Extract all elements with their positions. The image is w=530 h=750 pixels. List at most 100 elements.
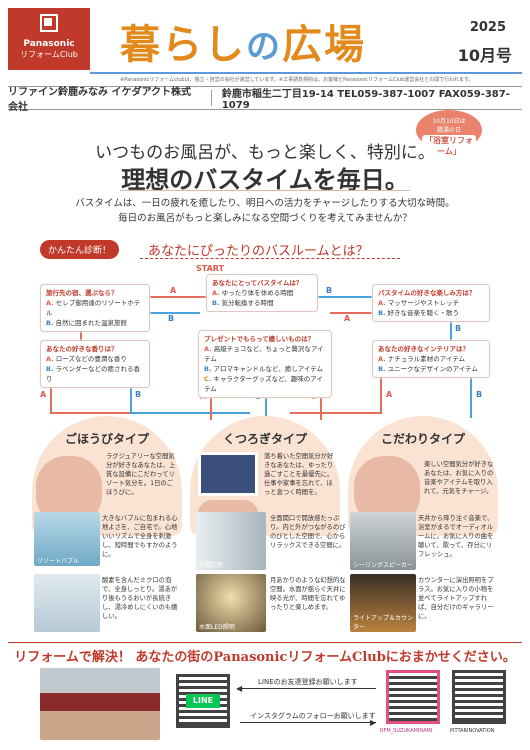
flow-label-b: B — [168, 314, 175, 323]
question-text: 旅行先の宿、選ぶなら？ — [46, 289, 118, 297]
answer-b: ラベンダーなどの癒される香り — [46, 365, 141, 383]
issue-month: 10月号 — [457, 46, 512, 65]
sample-desc: 天井から降り注ぐ音楽で、浴室がまるでオーディオルームに。お気に入りの曲を聴いて、… — [418, 515, 494, 558]
type-name: ごほうびタイプ — [64, 432, 149, 446]
badge-line2: 銭湯の日 — [436, 127, 461, 134]
photo-caption: 水面LED照明 — [199, 624, 235, 631]
line-icon: LINE — [186, 694, 220, 708]
photo-caption: リゾートバブル — [37, 558, 80, 565]
question-center-top: あなたにとってバスタイムは？ A. ゆったり体を休める時間 B. 気分転換する時… — [206, 274, 318, 312]
flow-line — [318, 296, 378, 298]
header-rule — [90, 72, 522, 74]
arrow-line — [240, 688, 376, 689]
badge-highlight: 「浴室リフォーム」 — [422, 135, 476, 157]
instagram-qr-code-1[interactable] — [386, 670, 440, 724]
question-text: バスタイムの好きな楽しみ方は？ — [378, 289, 476, 297]
logo-line2: リフォームClub — [20, 50, 78, 59]
flow-label-b: B — [455, 324, 462, 333]
type-desc: ラグジュアリーな空間気分が好きなあなたは、上質な設備にこだわってリゾート気分を。… — [106, 453, 176, 496]
photo-led-lighting: 水面LED照明 — [196, 574, 266, 632]
flow-label-a: A — [386, 390, 393, 399]
question-text: あなたの好きなインテリアは？ — [378, 345, 469, 353]
question-text: プレゼントでもらって嬉しいものは？ — [204, 335, 315, 343]
flow-line — [330, 312, 378, 314]
photo-ceiling-speaker: シーリングスピーカー — [350, 512, 416, 570]
flow-line — [450, 318, 452, 340]
photo-caption: ライトアップ＆カウンター — [353, 615, 414, 631]
company-address: 鈴鹿市稲生二丁目19-14 TEL059-387-1007 FAX059-387… — [221, 89, 510, 111]
badge-line3: を考える — [437, 160, 461, 167]
question-text: あなたにとってバスタイムは？ — [212, 279, 303, 287]
footer-rule — [8, 642, 522, 643]
flow-line — [265, 380, 267, 420]
arrow-line — [240, 722, 376, 723]
company-separator — [210, 90, 212, 106]
quiz-tag: かんたん診断！ — [40, 240, 120, 259]
sample-desc: カウンターに演出照明をプラス。お気に入りの小物を並べてライトアップすれば、自分だ… — [418, 577, 494, 620]
flow-line — [150, 296, 210, 298]
issue-year: 2025 — [469, 20, 506, 35]
question-text: あなたの好きな香りは？ — [46, 345, 118, 353]
insta-account-1: RFM_SUZUKAMINAMI — [380, 728, 433, 734]
question-center-mid: プレゼントでもらって嬉しいものは？ A. 高級チョコなど、ちょっと贅沢なアイテム… — [198, 330, 332, 398]
answer-a: セレブ御用達のリゾートホテル — [46, 299, 141, 317]
insta-account-2: PITTARINOVATION — [450, 728, 495, 734]
headline-rule — [120, 190, 410, 191]
sample-desc: 酸素を含んだミクロの泡で、全身しっとり。湯あがり後もうるおいが長続きし、湯冷めし… — [102, 577, 178, 620]
title-no: の — [246, 27, 282, 67]
answer-a: マッサージやストレッチ — [387, 299, 460, 307]
question-left-mid: あなたの好きな香りは？ A. ローズなどの豊潤な香り B. ラベンダーなどの癒さ… — [40, 340, 150, 388]
headline-line2: 理想のバスタイムを毎日。 — [121, 165, 409, 194]
badge-line1: 10月10日は — [432, 118, 466, 125]
intro-line2: 毎日のお風呂がもっと楽しみになる空間づくりを考えてみませんか？ — [118, 213, 412, 224]
photo-caption: シーリングスピーカー — [353, 562, 414, 569]
answer-b: ユニークなデザインのアイテム — [387, 365, 478, 373]
answer-b: 気分転換する時間 — [221, 299, 274, 307]
sample-desc: 全面開口で開放感たっぷり。内と外がつながるのびのびとした空間で、心からリラックス… — [270, 515, 346, 549]
flow-label-b: B — [135, 390, 142, 399]
quiz-title-underline — [140, 258, 400, 259]
insta-label: インスタグラムのフォローお願いします — [250, 712, 376, 720]
line-label: LINEのお友達登録お願いします — [258, 678, 358, 686]
header-note: ※Panasonicリフォームclubは、独立・自営の会社が運営しています。※工… — [120, 77, 474, 83]
flow-line — [50, 378, 52, 412]
type-card-kodawari: こだわりタイプ 楽しい空間気分が好きなあなたは、お気に入りの音楽やアイテムを取り… — [348, 416, 498, 536]
logo-line1: Panasonic — [23, 39, 75, 49]
arrow-right-icon: ▶ — [370, 718, 377, 727]
illustration-window-night — [198, 452, 258, 496]
flow-line — [210, 380, 212, 420]
question-left-top: 旅行先の宿、選ぶなら？ A. セレブ御用達のリゾートホテル B. 自然に囲まれた… — [40, 284, 150, 332]
answer-a: ゆったり体を休める時間 — [221, 289, 294, 297]
bath-day-badge: 10月10日は 銭湯の日 「浴室リフォーム」 を考える — [416, 110, 482, 167]
headline-line1: いつものお風呂が、もっと楽しく、特別に。 — [95, 143, 435, 163]
type-name: こだわりタイプ — [380, 432, 465, 446]
newsletter-title: 暮らしの広場 — [120, 12, 366, 70]
flow-label-a: A — [170, 286, 177, 295]
sample-desc: 大きなバブルに包まれる心地よさを、ご自宅で。心地いいリズムで全身を刺激し、短時間… — [102, 515, 178, 558]
title-part2: 広場 — [282, 21, 366, 68]
question-right-top: バスタイムの好きな楽しみ方は？ A. マッサージやストレッチ B. 好きな音楽を… — [372, 284, 490, 322]
logo-mark-icon — [40, 14, 58, 32]
panasonic-reform-logo: Panasonic リフォームClub — [8, 8, 90, 70]
flow-line — [320, 380, 322, 420]
answer-b: 自然に囲まれた温泉旅館 — [55, 319, 128, 327]
answer-c: キャラクターグッズなど、趣味のアイテム — [204, 375, 323, 393]
answer-b: アロマキャンドルなど、癒しアイテム — [213, 365, 324, 373]
answer-b: 好きな音楽を聴く・歌う — [387, 309, 460, 317]
quiz-start: START — [196, 264, 225, 273]
photo-micro-bubble — [34, 574, 100, 632]
flow-label-a: A — [40, 390, 47, 399]
flow-label-a: A — [344, 314, 351, 323]
sample-desc: 月あかりのような幻想的な空間。水面が揺らぐ天井に映る光が、時間を忘れてゆったりと… — [270, 577, 346, 611]
question-right-mid: あなたの好きなインテリアは？ A. ナチュラル素材のアイテム B. ユニークなデ… — [372, 340, 490, 378]
photo-resort-bubble: リゾートバブル — [34, 512, 100, 566]
type-name: くつろぎタイプ — [222, 432, 307, 446]
instagram-qr-code-2[interactable] — [452, 670, 506, 724]
footer-slogan: リフォームで解決！ あなたの街のPanasonicリフォームClubにおまかせく… — [14, 650, 516, 665]
answer-a: 高級チョコなど、ちょっと贅沢なアイテム — [204, 345, 324, 363]
flow-line — [380, 378, 382, 412]
flow-line — [50, 412, 130, 414]
answer-a: ローズなどの豊潤な香り — [55, 355, 127, 363]
flow-line — [130, 378, 132, 412]
photo-large-window: 大開口窓 — [196, 512, 266, 570]
